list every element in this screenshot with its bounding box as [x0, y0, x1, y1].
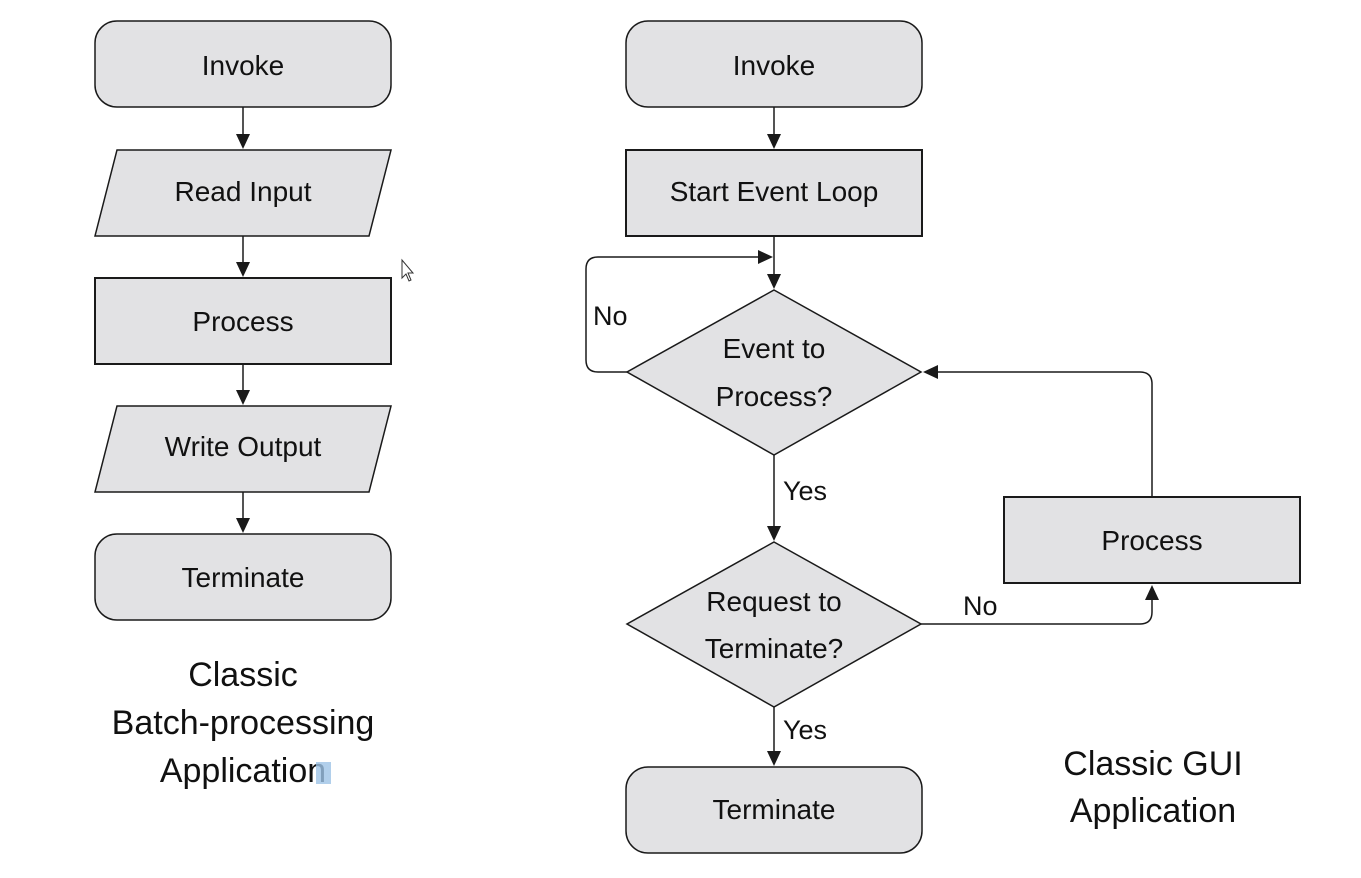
right-event-decision-label-2: Process?	[716, 381, 833, 412]
right-edge-process-to-event	[938, 371, 1153, 497]
right-terminate-decision-node	[625, 541, 923, 708]
right-edge-label-no-terminate: No	[963, 591, 998, 621]
right-arrow-no-event-loop	[758, 250, 773, 264]
right-caption-line-2: Application	[1070, 792, 1236, 830]
left-write-output-node	[94, 405, 392, 493]
right-edge-label-yes-terminate: Yes	[783, 715, 827, 745]
left-arrow-process-write	[236, 390, 250, 405]
right-terminate-decision-label-2: Terminate?	[705, 633, 844, 664]
right-arrow-start-decision	[767, 274, 781, 289]
batch-flowchart: Invoke Read Input Process Write Output T…	[94, 20, 392, 790]
right-caption-line-1: Classic GUI	[1063, 745, 1242, 783]
right-arrow-yes-event	[767, 526, 781, 541]
right-terminate-label: Terminate	[713, 794, 836, 825]
left-arrow-write-terminate	[236, 518, 250, 533]
right-terminate-node	[625, 766, 923, 854]
left-process-node	[94, 277, 392, 365]
right-arrow-process-to-event	[923, 365, 938, 379]
left-process-label: Process	[192, 306, 293, 337]
right-start-event-loop-node	[625, 149, 923, 237]
right-edge-label-no-event: No	[593, 301, 628, 331]
left-invoke-label: Invoke	[202, 50, 285, 81]
left-arrow-read-process	[236, 262, 250, 277]
right-edge-no-event-loop	[585, 256, 758, 373]
left-caption-line-1: Classic	[188, 656, 298, 694]
right-process-node	[1003, 496, 1301, 584]
text-caret	[316, 762, 331, 784]
right-arrow-no-terminate	[1145, 585, 1159, 600]
right-event-decision-label-1: Event to	[723, 333, 826, 364]
right-process-label: Process	[1101, 525, 1202, 556]
left-read-input-label: Read Input	[175, 176, 312, 207]
right-arrow-yes-terminate	[767, 751, 781, 766]
gui-flowchart: Invoke Start Event Loop No Event to Proc…	[585, 20, 1301, 854]
right-arrow-invoke-start	[767, 134, 781, 149]
left-read-input-node	[94, 149, 392, 237]
left-terminate-node	[94, 533, 392, 621]
right-terminate-decision-label-1: Request to	[706, 586, 841, 617]
right-event-decision-node	[625, 289, 923, 456]
right-edge-no-terminate	[921, 600, 1153, 625]
left-write-output-label: Write Output	[165, 431, 322, 462]
right-start-event-loop-label: Start Event Loop	[670, 176, 879, 207]
right-edge-label-yes-event: Yes	[783, 476, 827, 506]
left-caption-line-3: Application	[160, 752, 326, 790]
right-invoke-label: Invoke	[733, 50, 816, 81]
mouse-cursor-icon	[401, 258, 415, 282]
left-arrow-invoke-read	[236, 134, 250, 149]
left-caption-line-2: Batch-processing	[112, 704, 375, 742]
left-terminate-label: Terminate	[182, 562, 305, 593]
